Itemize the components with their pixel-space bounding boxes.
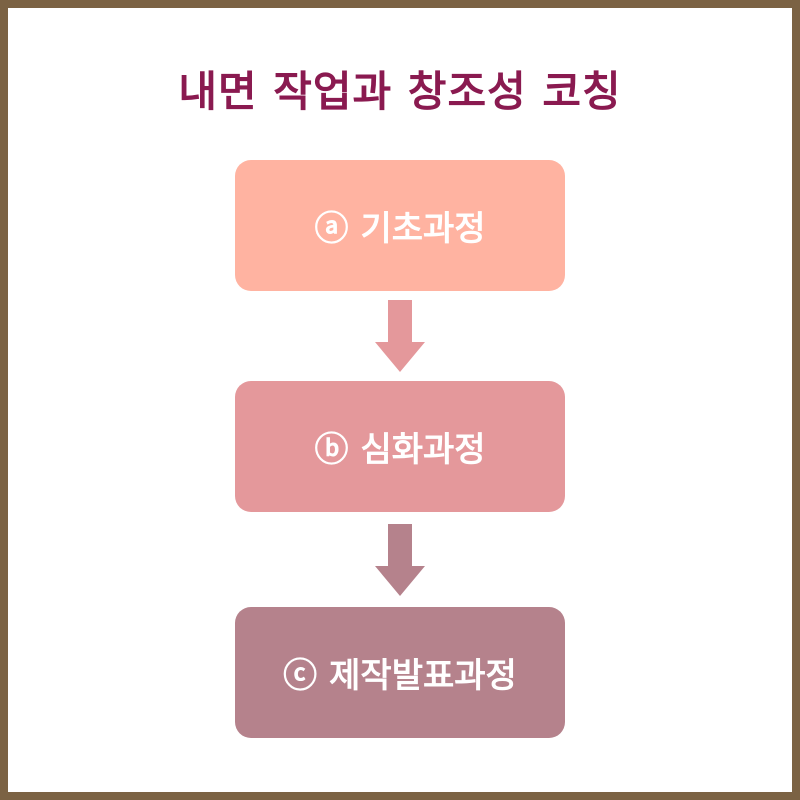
down-arrow-icon	[375, 524, 425, 596]
step-marker: ⓑ	[314, 430, 349, 470]
step-label: 제작발표과정	[329, 656, 517, 696]
step-marker: ⓒ	[283, 656, 318, 696]
step-label: 기초과정	[360, 209, 486, 249]
step-production-presentation-course: ⓒ 제작발표과정	[235, 607, 565, 738]
step-marker: ⓐ	[314, 209, 349, 249]
diagram-title: 내면 작업과 창조성 코칭	[178, 67, 622, 116]
down-arrow-icon	[375, 300, 425, 372]
step-label: 심화과정	[360, 430, 486, 470]
step-basic-course: ⓐ 기초과정	[235, 160, 565, 291]
step-advanced-course: ⓑ 심화과정	[235, 381, 565, 512]
